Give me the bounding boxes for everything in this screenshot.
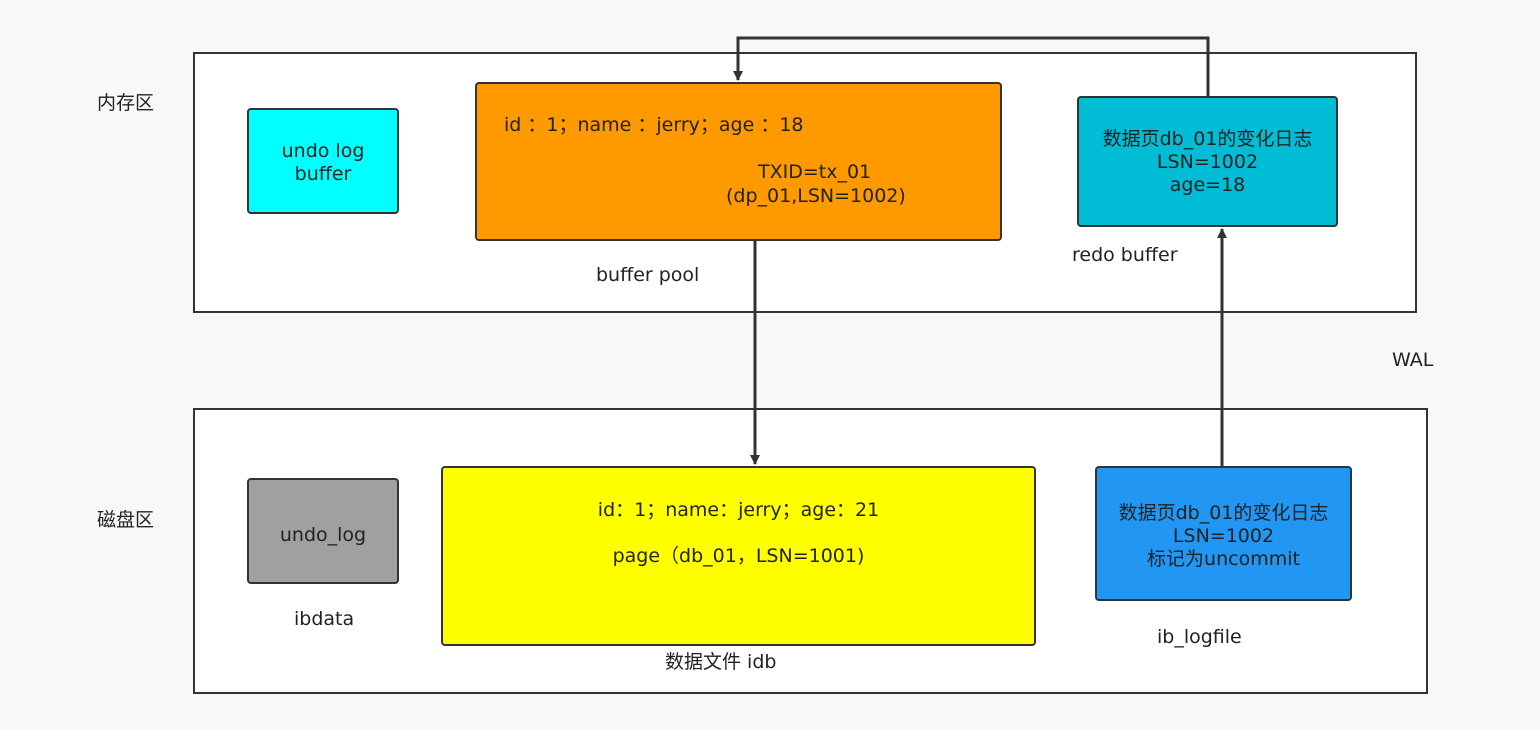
- redo-buffer-line1: 数据页db_01的变化日志: [1102, 128, 1313, 150]
- ib-logfile-line2: LSN=1002: [1172, 524, 1275, 547]
- undo-log-buffer-line2: buffer: [294, 162, 352, 185]
- wal-label: WAL: [1392, 349, 1434, 371]
- redo-buffer-line3: age=18: [1169, 173, 1246, 196]
- ibdata-caption: ibdata: [294, 608, 355, 630]
- redo-buffer-line2: LSN=1002: [1156, 150, 1259, 173]
- redo-buffer-box: 数据页db_01的变化日志 LSN=1002 age=18: [1077, 96, 1338, 227]
- buffer-pool-caption: buffer pool: [596, 264, 700, 286]
- undo-log-buffer-box: undo log buffer: [247, 108, 399, 214]
- data-file-record: id：1；name：jerry；age：21: [597, 499, 880, 521]
- ib-logfile-box: 数据页db_01的变化日志 LSN=1002 标记为uncommit: [1095, 466, 1352, 601]
- redo-buffer-caption: redo buffer: [1072, 244, 1178, 266]
- data-file-page: page（db_01，LSN=1001): [612, 545, 865, 567]
- undo-log-buffer-line1: undo log: [281, 140, 365, 162]
- disk-zone-label: 磁盘区: [97, 509, 155, 531]
- undo-log-box: undo_log: [247, 478, 399, 584]
- ib-logfile-line1: 数据页db_01的变化日志: [1118, 502, 1329, 524]
- buffer-pool-page-ref: (dp_01,LSN=1002): [726, 185, 906, 207]
- buffer-pool-box: id ：1；name ：jerry；age ：18 TXID=tx_01 (dp…: [475, 82, 1002, 241]
- ib-logfile-caption: ib_logfile: [1157, 626, 1242, 648]
- memory-zone-label: 内存区: [97, 92, 155, 114]
- ib-logfile-line3: 标记为uncommit: [1147, 547, 1300, 570]
- data-file-caption: 数据文件 idb: [665, 651, 777, 673]
- buffer-pool-record: id ：1；name ：jerry；age ：18: [504, 114, 804, 136]
- undo-log-label: undo_log: [279, 524, 367, 546]
- data-file-box: id：1；name：jerry；age：21 page（db_01，LSN=10…: [441, 466, 1036, 646]
- buffer-pool-txid: TXID=tx_01: [758, 161, 872, 183]
